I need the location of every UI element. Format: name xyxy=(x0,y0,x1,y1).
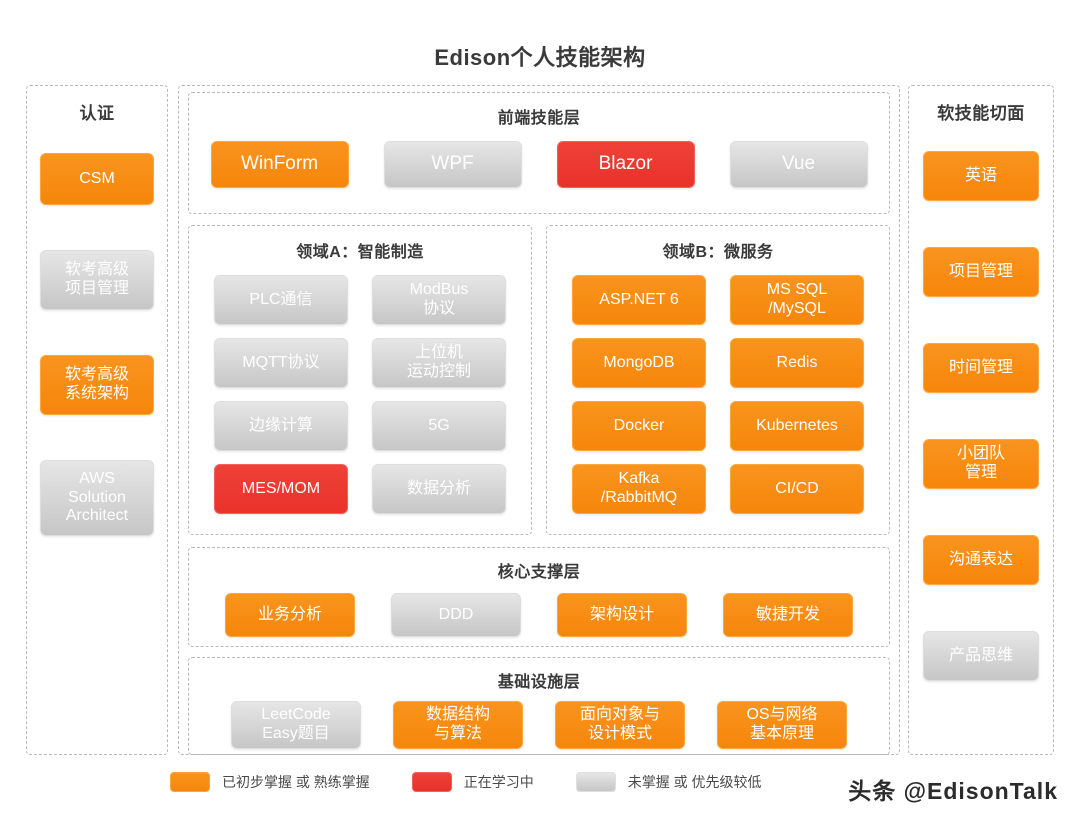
skill-chip-mqtt协议[interactable]: MQTT协议 xyxy=(214,338,348,388)
domain-b-panel: 领域B：微服务 ASP.NET 6 MS SQL /MySQL MongoDB Red… xyxy=(546,225,890,535)
infra-layer-list: LeetCode Easy题目数据结构 与算法面向对象与 设计模式 OS与网络 基… xyxy=(189,701,889,749)
soft-skills-list: 英语项目管理时间管理小团队 管理沟通表达产品思维 xyxy=(909,151,1053,681)
legend-swatch-red xyxy=(411,772,452,792)
skill-chip-vue[interactable]: Vue xyxy=(729,141,868,188)
watermark: 头条 @EdisonTalk xyxy=(848,778,1058,804)
skill-chip-小团队-管理[interactable]: 小团队 管理 xyxy=(923,439,1039,489)
legend-label-red: 正在学习中 xyxy=(463,774,534,790)
skill-chip-边缘计算[interactable]: 边缘计算 xyxy=(214,401,348,451)
skill-chip-业务分析[interactable]: 业务分析 xyxy=(225,593,355,637)
skill-chip-ci-cd[interactable]: CI/CD xyxy=(730,464,864,514)
skill-chip-leetcode-easy题目[interactable]: LeetCode Easy题目 xyxy=(231,701,361,749)
page-title: Edison个人技能架构 xyxy=(434,45,646,70)
skill-chip-ddd[interactable]: DDD xyxy=(391,593,521,637)
domain-a-panel: 领域A：智能制造 PLC通信 ModBus 协议 MQTT协议上位机 运动控制边缘计… xyxy=(188,225,532,535)
skill-chip-kafka-rabbitmq[interactable]: Kafka /RabbitMQ xyxy=(572,464,706,514)
skill-chip-软考高级-系统架构[interactable]: 软考高级 系统架构 xyxy=(40,355,154,415)
skill-chip-docker[interactable]: Docker xyxy=(572,401,706,451)
frontend-layer-header: 前端技能层 xyxy=(497,110,581,127)
core-layer-header: 核心支撑层 xyxy=(497,564,581,581)
legend-swatch-orange xyxy=(170,772,210,792)
skill-chip-mongodb[interactable]: MongoDB xyxy=(572,338,706,388)
certification-header: 认证 xyxy=(79,104,115,123)
domain-a-header: 领域A：智能制造 xyxy=(296,244,424,261)
core-layer-list: 业务分析 DDD 架构设计敏捷开发 xyxy=(189,593,889,637)
skill-chip-wpf[interactable]: WPF xyxy=(383,141,522,188)
skill-chip-asp-net-6[interactable]: ASP.NET 6 xyxy=(572,275,706,325)
skill-chip-项目管理[interactable]: 项目管理 xyxy=(923,247,1039,297)
certification-list: CSM 软考高级 项目管理软考高级 系统架构 AWS Solution Archit… xyxy=(27,153,167,536)
skill-chip-winform[interactable]: WinForm xyxy=(210,141,349,188)
frontend-layer-list: WinForm WPF Blazor Vue xyxy=(189,141,889,188)
frontend-layer-panel: 前端技能层 WinForm WPF Blazor Vue xyxy=(188,92,890,214)
legend-label-orange: 已初步掌握 或 熟练掌握 xyxy=(222,774,370,790)
domain-a-list: PLC通信 ModBus 协议 MQTT协议上位机 运动控制边缘计算 5G MES/MO… xyxy=(189,262,531,514)
skill-chip-ms-sql-mysql[interactable]: MS SQL /MySQL xyxy=(730,275,864,325)
skill-chip-csm[interactable]: CSM xyxy=(40,153,154,205)
soft-skills-column: 软技能切面 英语项目管理时间管理小团队 管理沟通表达产品思维 xyxy=(908,85,1054,755)
skill-chip-plc通信[interactable]: PLC通信 xyxy=(214,275,348,325)
skill-chip-产品思维[interactable]: 产品思维 xyxy=(923,631,1039,681)
skill-chip-架构设计[interactable]: 架构设计 xyxy=(557,593,687,637)
skill-chip-英语[interactable]: 英语 xyxy=(923,151,1039,201)
legend-label-gray: 未掌握 或 优先级较低 xyxy=(627,774,762,790)
soft-skills-header: 软技能切面 xyxy=(937,104,1025,123)
skill-chip-数据分析[interactable]: 数据分析 xyxy=(372,464,506,514)
skill-chip-modbus-协议[interactable]: ModBus 协议 xyxy=(372,275,506,325)
skill-chip-面向对象与-设计模式[interactable]: 面向对象与 设计模式 xyxy=(555,701,685,749)
skill-chip-aws-solution-architect[interactable]: AWS Solution Architect xyxy=(40,460,154,536)
skill-chip-5g[interactable]: 5G xyxy=(372,401,506,451)
domain-b-header: 领域B：微服务 xyxy=(662,244,774,261)
infra-layer-panel: 基础设施层 LeetCode Easy题目数据结构 与算法面向对象与 设计模式 O… xyxy=(188,657,890,755)
skill-chip-沟通表达[interactable]: 沟通表达 xyxy=(923,535,1039,585)
legend: 已初步掌握 或 熟练掌握 正在学习中 未掌握 或 优先级较低 xyxy=(170,772,762,792)
skill-chip-时间管理[interactable]: 时间管理 xyxy=(923,343,1039,393)
skill-chip-敏捷开发[interactable]: 敏捷开发 xyxy=(723,593,853,637)
skill-chip-软考高级-项目管理[interactable]: 软考高级 项目管理 xyxy=(40,250,154,310)
skill-chip-blazor[interactable]: Blazor xyxy=(556,141,695,188)
skill-chip-mes-mom[interactable]: MES/MOM xyxy=(214,464,348,514)
core-layer-panel: 核心支撑层 业务分析 DDD 架构设计敏捷开发 xyxy=(188,547,890,647)
skill-chip-redis[interactable]: Redis xyxy=(730,338,864,388)
legend-swatch-gray xyxy=(575,772,616,792)
infra-layer-header: 基础设施层 xyxy=(497,674,581,691)
skill-chip-数据结构-与算法[interactable]: 数据结构 与算法 xyxy=(393,701,523,749)
certification-column: 认证 CSM 软考高级 项目管理软考高级 系统架构 AWS Solution Arc… xyxy=(26,85,168,755)
skill-chip-kubernetes[interactable]: Kubernetes xyxy=(730,401,864,451)
skill-chip-上位机-运动控制[interactable]: 上位机 运动控制 xyxy=(372,338,506,388)
skill-chip-os与网络-基本原理[interactable]: OS与网络 基本原理 xyxy=(717,701,847,749)
